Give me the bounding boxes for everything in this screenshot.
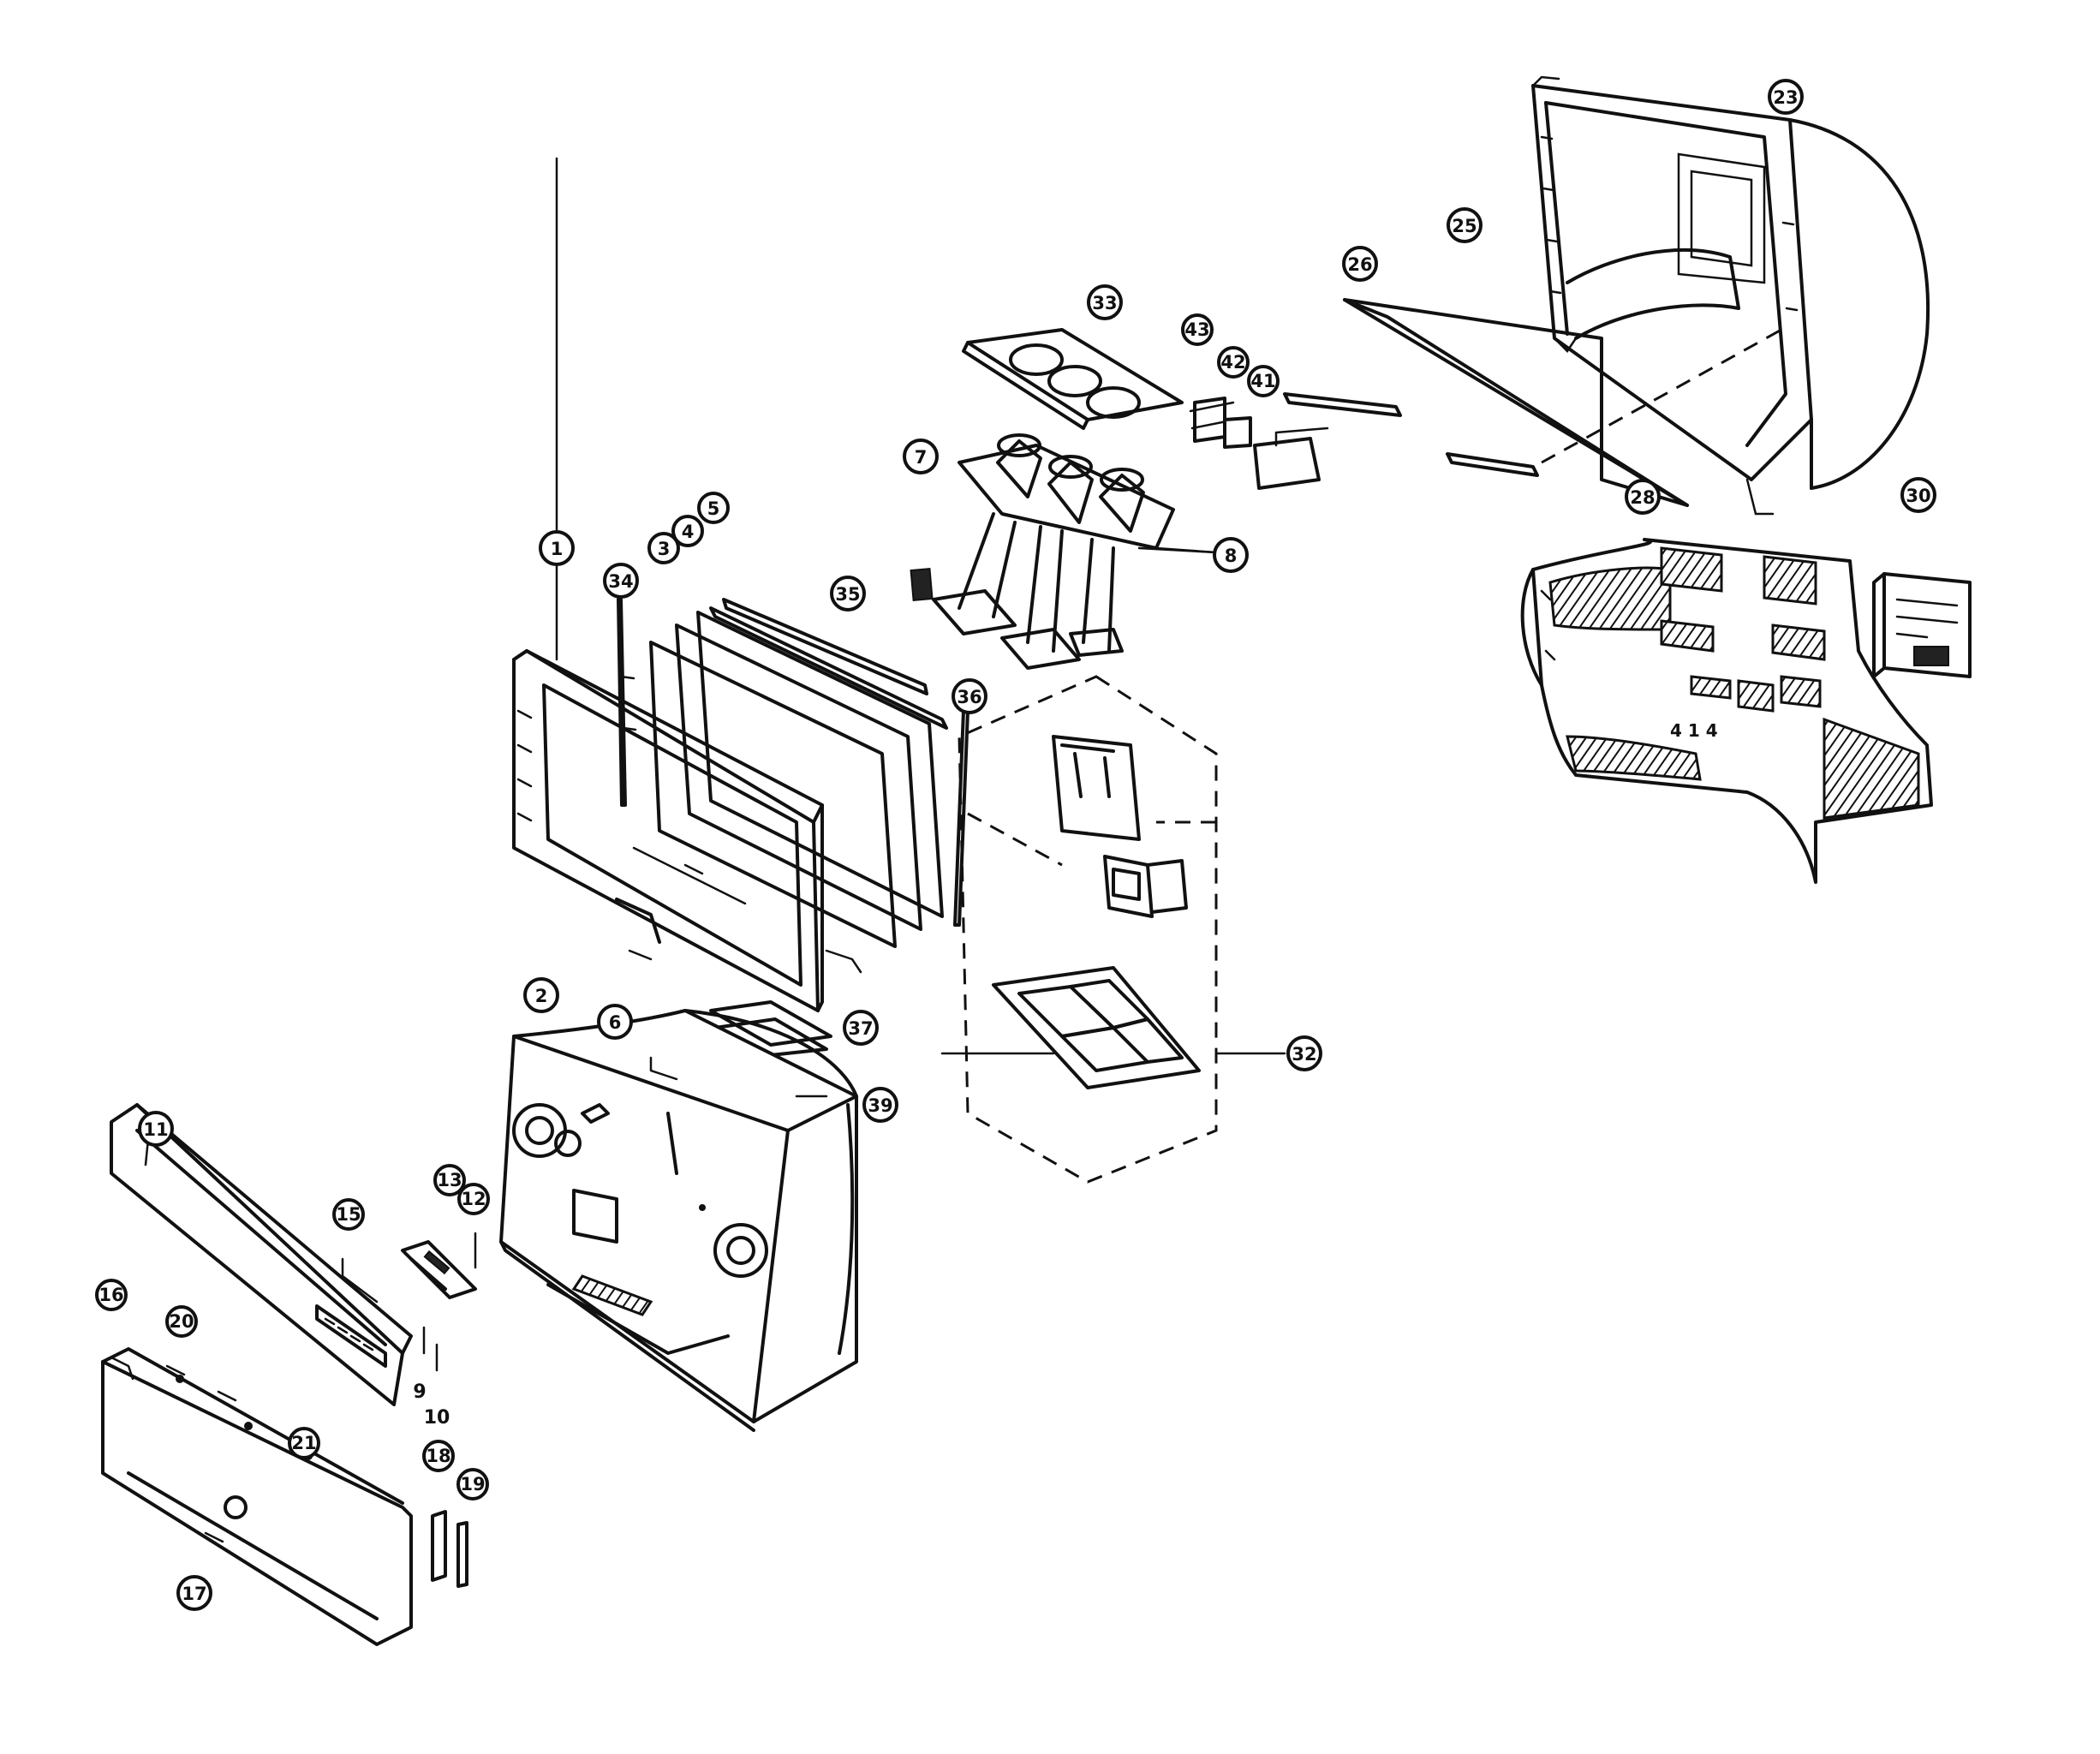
svg-text:23: 23 bbox=[1773, 87, 1798, 108]
callout-39: 39 bbox=[862, 1087, 898, 1123]
part-chassis bbox=[958, 675, 1286, 1184]
terminal-block bbox=[1913, 646, 1949, 666]
svg-text:4: 4 bbox=[682, 522, 695, 542]
svg-text:6: 6 bbox=[609, 1012, 622, 1033]
svg-text:8: 8 bbox=[1225, 546, 1238, 566]
part-front-frame bbox=[512, 649, 824, 1012]
callout-19: 19 bbox=[456, 1468, 489, 1500]
svg-text:19: 19 bbox=[460, 1474, 485, 1494]
callout-33: 33 bbox=[1087, 284, 1123, 320]
callout-37: 37 bbox=[843, 1010, 879, 1046]
callout-28: 28 bbox=[1625, 479, 1661, 515]
callout-6: 6 bbox=[597, 1004, 633, 1040]
callout-43: 43 bbox=[1181, 313, 1214, 346]
svg-text:16: 16 bbox=[98, 1285, 123, 1305]
callout-13: 13 bbox=[433, 1164, 466, 1196]
part-crt-assembly bbox=[932, 433, 1218, 670]
callout-35: 35 bbox=[830, 576, 866, 612]
svg-text:3: 3 bbox=[658, 539, 671, 559]
callout-18: 18 bbox=[422, 1440, 455, 1472]
callout-8: 8 bbox=[1213, 537, 1249, 573]
part-rear-cabinet bbox=[1531, 75, 1930, 516]
cover-marking: 4 1 4 bbox=[1670, 720, 1718, 741]
callout-16: 16 bbox=[95, 1279, 128, 1311]
svg-text:20: 20 bbox=[169, 1311, 194, 1332]
part-front-panel-lower bbox=[101, 1347, 468, 1646]
callout-25: 25 bbox=[1447, 207, 1483, 243]
callout-7: 7 bbox=[903, 438, 939, 474]
svg-text:30: 30 bbox=[1906, 486, 1930, 506]
svg-text:5: 5 bbox=[707, 498, 720, 519]
svg-text:41: 41 bbox=[1250, 371, 1275, 391]
plain-label-10: 10 bbox=[424, 1407, 450, 1429]
svg-text:1: 1 bbox=[551, 539, 564, 559]
svg-text:43: 43 bbox=[1184, 319, 1209, 340]
svg-text:7: 7 bbox=[915, 447, 928, 468]
callout-17: 17 bbox=[176, 1575, 212, 1611]
plain-label-9: 9 bbox=[413, 1381, 426, 1403]
callout-36: 36 bbox=[952, 678, 987, 714]
svg-text:2: 2 bbox=[535, 986, 548, 1006]
part-small-brackets bbox=[1189, 397, 1329, 490]
callout-26: 26 bbox=[1342, 246, 1378, 282]
part-terminal-board bbox=[1872, 572, 1972, 678]
part-control-board bbox=[341, 1232, 477, 1372]
svg-text:12: 12 bbox=[461, 1189, 486, 1209]
callout-23: 23 bbox=[1768, 79, 1804, 115]
callout-20: 20 bbox=[165, 1305, 198, 1338]
svg-text:25: 25 bbox=[1452, 216, 1477, 236]
callout-32: 32 bbox=[1286, 1035, 1322, 1071]
callout-12: 12 bbox=[457, 1183, 490, 1215]
part-back-cover: 4 1 4 bbox=[1520, 538, 1933, 884]
part-mirror bbox=[1283, 298, 1782, 507]
callout-42: 42 bbox=[1217, 346, 1250, 379]
svg-text:33: 33 bbox=[1092, 293, 1117, 313]
svg-text:13: 13 bbox=[437, 1170, 462, 1190]
callout-41: 41 bbox=[1247, 365, 1280, 397]
callout-3: 3 bbox=[647, 532, 680, 564]
part-7 bbox=[910, 568, 934, 601]
svg-text:28: 28 bbox=[1630, 487, 1655, 508]
svg-text:26: 26 bbox=[1347, 254, 1372, 275]
plain-label-group: 9 10 bbox=[413, 1381, 450, 1429]
part-base-cabinet bbox=[499, 1009, 858, 1432]
callout-15: 15 bbox=[332, 1198, 365, 1231]
svg-text:36: 36 bbox=[957, 687, 981, 707]
part-screen-layers bbox=[617, 598, 969, 974]
callout-34: 34 bbox=[603, 563, 639, 599]
callout-11: 11 bbox=[138, 1111, 174, 1147]
svg-text:18: 18 bbox=[426, 1446, 450, 1466]
callout-1: 1 bbox=[539, 530, 575, 566]
callout-30: 30 bbox=[1900, 477, 1936, 513]
callout-21: 21 bbox=[288, 1427, 320, 1459]
callout-4: 4 bbox=[671, 515, 704, 547]
svg-text:39: 39 bbox=[868, 1095, 892, 1116]
svg-text:35: 35 bbox=[835, 584, 860, 605]
svg-text:42: 42 bbox=[1220, 352, 1245, 373]
part-lens-plate bbox=[962, 328, 1184, 430]
callout-group: 1 2 3 4 5 6 7 8 11 12 13 15 16 17 18 19 … bbox=[95, 79, 1936, 1611]
svg-text:17: 17 bbox=[182, 1584, 206, 1604]
svg-text:34: 34 bbox=[608, 571, 633, 592]
part-front-panel-top bbox=[110, 1103, 413, 1406]
svg-text:21: 21 bbox=[291, 1433, 316, 1453]
callout-2: 2 bbox=[523, 977, 559, 1013]
svg-text:32: 32 bbox=[1292, 1044, 1316, 1065]
svg-text:15: 15 bbox=[336, 1204, 361, 1225]
svg-text:37: 37 bbox=[848, 1018, 873, 1039]
svg-text:11: 11 bbox=[143, 1119, 168, 1140]
callout-5: 5 bbox=[697, 492, 730, 524]
